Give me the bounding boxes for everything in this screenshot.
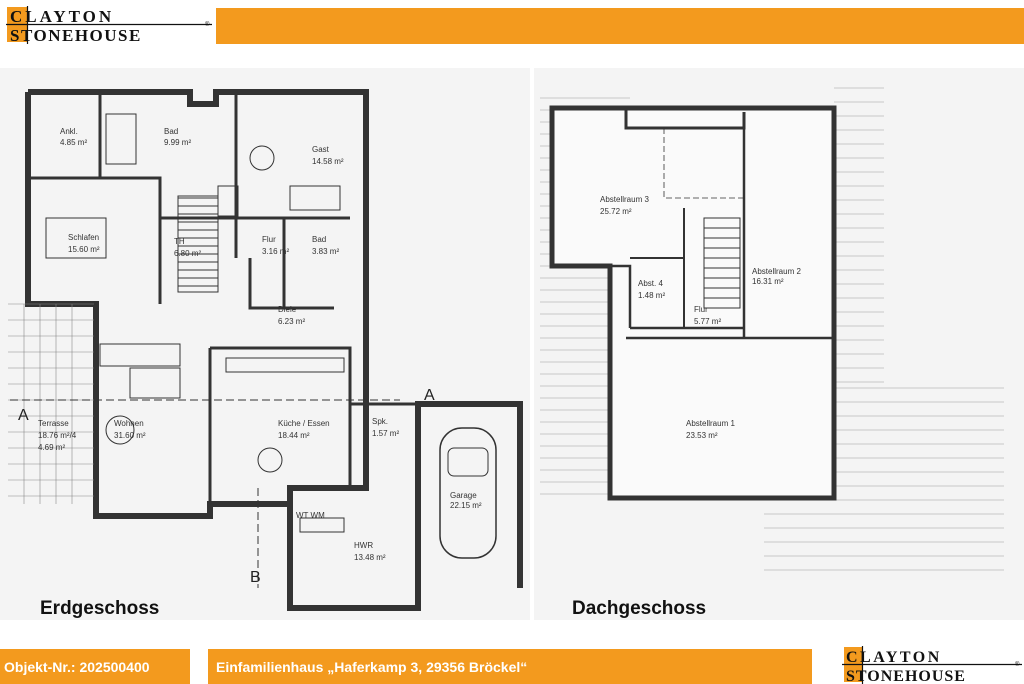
brand-line1: CLAYTON <box>10 7 114 26</box>
room-name: HWR <box>354 541 373 550</box>
room-name: Abstellraum 3 <box>600 195 649 204</box>
room-area: 31.60 m² <box>114 431 146 440</box>
ground-floor-label: Erdgeschoss <box>40 598 160 619</box>
registered-mark: ® <box>1015 661 1020 668</box>
room-name: Schlafen <box>68 233 99 242</box>
room-area: 16.31 m² <box>752 277 784 286</box>
room-area: 13.48 m² <box>354 553 386 562</box>
room-area: 6.80 m² <box>174 249 201 258</box>
room-area: 18.44 m² <box>278 431 310 440</box>
room-area: 18.76 m²/4 <box>38 431 77 440</box>
brand-line2: STONEHOUSE <box>10 26 142 44</box>
room-name: Garage <box>450 491 477 500</box>
room-area: 25.72 m² <box>600 207 632 216</box>
wt-wm-label: WT WM <box>296 511 325 520</box>
header-bar <box>216 8 1024 44</box>
room-area: 5.77 m² <box>694 317 721 326</box>
room-name: Bad <box>164 127 178 136</box>
object-number: Objekt-Nr.: 202500400 <box>0 649 190 684</box>
attic-floor-plan: Abstellraum 3 25.72 m² Abst. 4 1.48 m² F… <box>534 68 1024 620</box>
section-marker-a-right: A <box>424 387 435 404</box>
room-name: Terrasse <box>38 419 69 428</box>
room-name: Wohnen <box>114 419 144 428</box>
room-name: Abstellraum 2 <box>752 267 801 276</box>
room-name: Abst. 4 <box>638 279 663 288</box>
room-area: 22.15 m² <box>450 501 482 510</box>
room-name: Bad <box>312 235 326 244</box>
room-name: Gast <box>312 145 330 154</box>
room-area-secondary: 4.69 m² <box>38 443 65 452</box>
room-name: Abstellraum 1 <box>686 419 735 428</box>
room-area: 15.60 m² <box>68 245 100 254</box>
room-name: Ankl. <box>60 127 78 136</box>
room-name: Diele <box>278 305 297 314</box>
room-area: 3.83 m² <box>312 247 339 256</box>
attic-floor-label: Dachgeschoss <box>572 598 707 619</box>
property-address: Einfamilienhaus „Haferkamp 3, 29356 Bröc… <box>208 649 812 684</box>
room-area: 1.48 m² <box>638 291 665 300</box>
registered-mark: ® <box>205 21 210 28</box>
brand-logo-footer: CLAYTON STONEHOUSE ® <box>822 646 1022 684</box>
section-marker-a-left: A <box>18 407 29 424</box>
brand-logo: CLAYTON STONEHOUSE ® <box>6 6 212 45</box>
room-name: Küche / Essen <box>278 419 330 428</box>
room-area: 23.53 m² <box>686 431 718 440</box>
room-name: TH <box>174 237 185 246</box>
room-area: 3.16 m² <box>262 247 289 256</box>
ground-floor-plan: A A B WT WM Ankl. 4.85 m² Bad 9.99 m² Ga… <box>0 68 530 620</box>
room-area: 1.57 m² <box>372 429 399 438</box>
room-area: 4.85 m² <box>60 138 87 147</box>
section-marker-b: B <box>250 569 261 586</box>
room-name: Flur <box>694 305 708 314</box>
room-name: Spk. <box>372 417 388 426</box>
brand-line1: CLAYTON <box>846 649 942 666</box>
room-name: Flur <box>262 235 276 244</box>
room-area: 9.99 m² <box>164 138 191 147</box>
room-area: 6.23 m² <box>278 317 305 326</box>
brand-line2: STONEHOUSE <box>846 668 966 684</box>
room-area: 14.58 m² <box>312 157 344 166</box>
